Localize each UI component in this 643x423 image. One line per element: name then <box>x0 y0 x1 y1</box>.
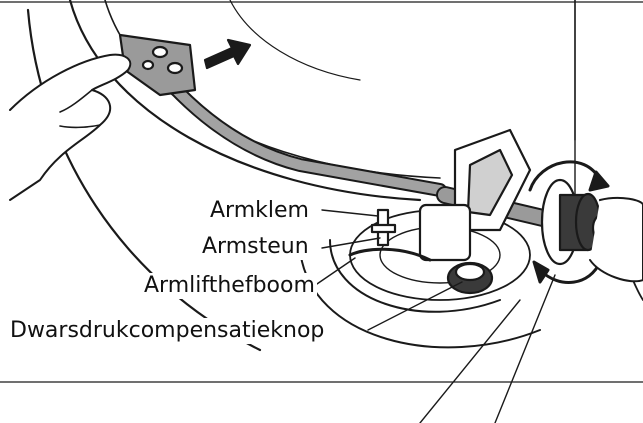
left-hand <box>9 53 132 201</box>
leader-arm-rest <box>321 237 381 249</box>
leader-bottom-left <box>419 299 521 423</box>
label-anti-skating-knob: Dwarsdrukcompensatieknop <box>8 318 327 344</box>
direction-arrow <box>203 38 252 70</box>
leader-bottom-right <box>494 274 556 423</box>
arm-rest-assembly <box>348 208 494 295</box>
leader-anti-skating <box>367 281 463 331</box>
right-hand <box>589 196 643 283</box>
leader-arm-clamp <box>321 209 379 217</box>
label-arm-clamp: Armklem <box>208 198 311 224</box>
leader-arm-lift-lever <box>313 257 356 287</box>
leader-lines <box>313 0 576 423</box>
label-arm-lift-lever: Armlifthefboom <box>142 273 317 299</box>
label-arm-rest: Armsteun <box>200 234 311 260</box>
headshell <box>118 33 197 97</box>
pivot-housing <box>418 128 532 262</box>
